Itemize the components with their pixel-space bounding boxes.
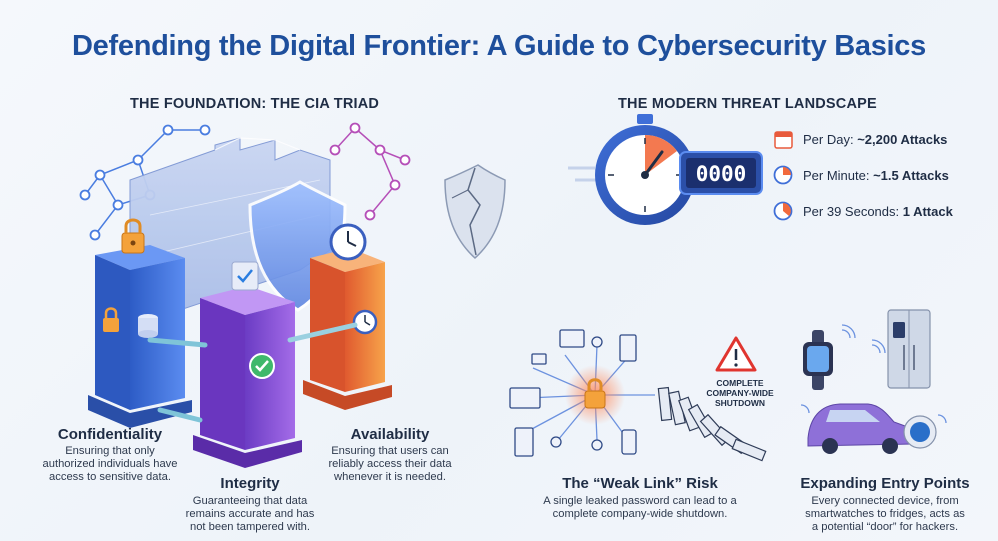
stat-per-minute-label: Per Minute: <box>803 168 874 183</box>
confidentiality-desc-line-3: access to sensitive data. <box>49 471 171 483</box>
small-lock-icon <box>103 307 119 332</box>
integrity-title: Integrity <box>220 475 280 492</box>
shutdown-warning-label: COMPLETE COMPANY-WIDE SHUTDOWN <box>695 378 785 408</box>
thermostat-icon <box>903 415 937 449</box>
stopwatch-graphic <box>568 114 695 225</box>
entry-points-desc-line-2: smartwatches to fridges, acts as <box>805 508 965 520</box>
confidentiality-desc-line-1: Ensuring that only <box>65 445 155 457</box>
confidentiality-description: Ensuring that only authorized individual… <box>30 445 190 484</box>
weak-link-caption: The “Weak Link” Risk A single leaked pas… <box>525 475 755 521</box>
network-nodes-right <box>329 122 411 221</box>
center-lock-icon <box>584 378 606 409</box>
smartwatch-icon <box>803 330 833 390</box>
counter-digits: 0000 <box>696 162 747 186</box>
availability-description: Ensuring that users can reliably access … <box>315 445 465 484</box>
fridge-icon <box>887 309 931 389</box>
integrity-caption: Integrity Guaranteeing that data remains… <box>175 475 325 534</box>
stat-per-minute-value: ~1.5 Attacks <box>873 168 949 183</box>
stat-per-day-value: ~2,200 Attacks <box>857 132 948 147</box>
entry-points-desc-line-3: a potential “door” for hackers. <box>811 521 959 533</box>
confidentiality-desc-line-2: authorized individuals have <box>42 458 178 470</box>
threat-section-heading: THE MODERN THREAT LANDSCAPE <box>618 96 877 112</box>
cia-section-heading: THE FOUNDATION: THE CIA TRIAD <box>130 96 380 112</box>
calendar-icon <box>774 131 793 149</box>
integrity-desc-line-1: Guaranteeing that data <box>192 495 308 507</box>
availability-title: Availability <box>350 426 430 443</box>
car-icon <box>807 403 914 454</box>
attack-counter-display <box>679 151 763 195</box>
minute-clock-icon <box>773 165 793 185</box>
entry-points-title: Expanding Entry Points <box>800 475 970 492</box>
wifi-signals-icon <box>800 324 947 424</box>
pillar-connectors <box>147 322 358 423</box>
integrity-desc-line-3: not been tampered with. <box>189 521 311 533</box>
weak-link-description: A single leaked password can lead to a c… <box>525 495 755 521</box>
stat-per-day: Per Day: ~2,200 Attacks <box>803 132 947 147</box>
stat-per-39-seconds-label: Per 39 Seconds: <box>803 204 903 219</box>
availability-desc-line-3: whenever it is needed. <box>334 471 446 483</box>
warning-line-1: COMPLETE <box>716 378 764 388</box>
availability-pillar <box>303 223 392 410</box>
clock-icon <box>329 223 367 261</box>
integrity-desc-line-2: remains accurate and has <box>185 508 315 520</box>
domino-chain <box>657 386 767 462</box>
seconds-clock-icon <box>773 201 793 221</box>
confidentiality-caption: Confidentiality Ensuring that only autho… <box>30 426 190 484</box>
checkmark-badge-icon <box>249 353 275 379</box>
stat-per-39-seconds-value: 1 Attack <box>902 204 953 219</box>
entry-points-description: Every connected device, from smartwatche… <box>785 495 985 534</box>
device-icons <box>509 329 637 457</box>
stat-per-39-seconds: Per 39 Seconds: 1 Attack <box>803 204 953 219</box>
connector-clock-icon <box>352 309 378 335</box>
page-title: Defending the Digital Frontier: A Guide … <box>72 30 926 62</box>
warning-line-2: COMPANY-WIDE <box>706 388 774 398</box>
availability-desc-line-1: Ensuring that users can <box>331 445 449 457</box>
weak-link-desc-line-1: A single leaked password can lead to a <box>543 495 737 507</box>
warning-triangle-icon <box>715 336 757 372</box>
weak-link-title: The “Weak Link” Risk <box>562 475 718 492</box>
network-graph-right <box>334 126 406 216</box>
weak-link-desc-line-2: complete company-wide shutdown. <box>552 508 728 520</box>
database-icon <box>138 314 158 338</box>
integrity-pillar <box>193 261 302 468</box>
warning-line-3: SHUTDOWN <box>714 398 766 408</box>
lock-icon <box>121 218 145 254</box>
entry-points-desc-line-1: Every connected device, from <box>811 495 959 507</box>
entry-points-caption: Expanding Entry Points Every connected d… <box>785 475 985 534</box>
availability-caption: Availability Ensuring that users can rel… <box>315 426 465 484</box>
availability-desc-line-2: reliably access their data <box>328 458 452 470</box>
document-check-icon <box>231 261 259 291</box>
broken-shield-icon <box>444 164 506 260</box>
stat-per-minute: Per Minute: ~1.5 Attacks <box>803 168 949 183</box>
confidentiality-pillar <box>88 218 192 428</box>
stat-per-day-label: Per Day: <box>803 132 858 147</box>
confidentiality-title: Confidentiality <box>57 426 163 443</box>
integrity-description: Guaranteeing that data remains accurate … <box>175 495 325 534</box>
